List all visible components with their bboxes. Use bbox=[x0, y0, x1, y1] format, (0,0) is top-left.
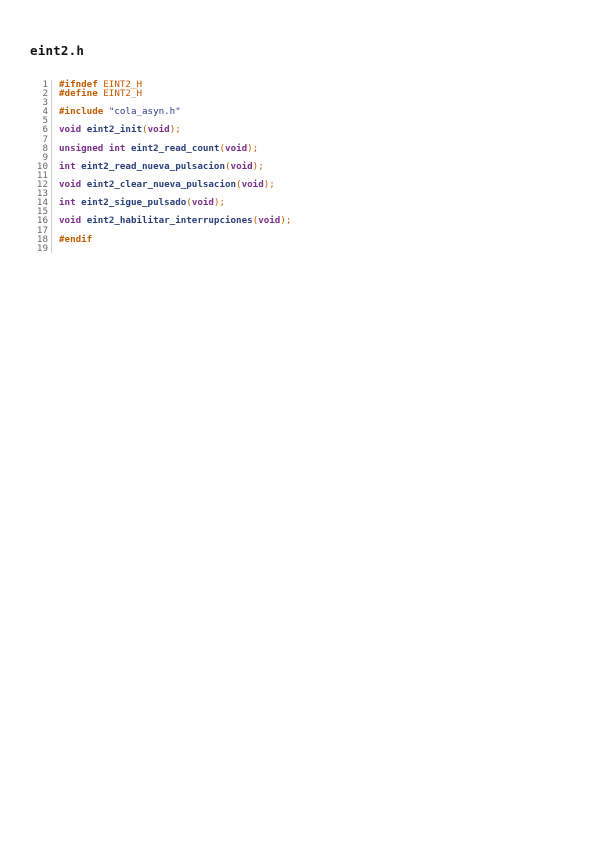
code-token: unsigned bbox=[59, 142, 104, 154]
line-number: 8 bbox=[28, 144, 52, 153]
line-number: 11 bbox=[28, 171, 52, 180]
line-number: 2 bbox=[28, 89, 52, 98]
line-number: 3 bbox=[28, 98, 52, 107]
code-token: ( bbox=[252, 215, 259, 227]
line-number: 4 bbox=[28, 107, 52, 116]
code-token: void bbox=[147, 124, 170, 136]
line-number: 19 bbox=[28, 244, 52, 253]
line-content bbox=[52, 153, 59, 162]
line-content: void eint2_clear_nueva_pulsacion(void); bbox=[52, 180, 275, 189]
line-number: 13 bbox=[28, 189, 52, 198]
line-content: int eint2_read_nueva_pulsacion(void); bbox=[52, 162, 264, 171]
page-title: eint2.h bbox=[30, 43, 85, 58]
code-token: ); bbox=[280, 215, 292, 227]
line-number: 12 bbox=[28, 180, 52, 189]
line-content bbox=[52, 116, 59, 125]
code-token: EINT2_H bbox=[97, 88, 142, 100]
code-token: ( bbox=[142, 124, 148, 136]
line-content bbox=[52, 98, 59, 107]
line-content: #endif bbox=[52, 233, 93, 245]
line-content bbox=[52, 244, 59, 253]
code-token: ); bbox=[169, 124, 181, 136]
code-token: "cola_asyn.h" bbox=[108, 106, 181, 118]
line-number: 6 bbox=[28, 125, 52, 135]
code-token: int bbox=[59, 197, 76, 209]
code-token: ( bbox=[219, 142, 226, 154]
line-number: 10 bbox=[28, 162, 52, 171]
code-token: ); bbox=[252, 160, 264, 172]
code-token: eint2_clear_nueva_pulsacion bbox=[86, 179, 237, 191]
code-token: #ifndef bbox=[59, 79, 98, 90]
line-content bbox=[52, 207, 59, 216]
line-content bbox=[52, 171, 59, 180]
line-number: 14 bbox=[28, 198, 52, 207]
code-line: 17 bbox=[28, 225, 291, 235]
code-token: eint2_read_count bbox=[130, 142, 220, 154]
code-token: ); bbox=[247, 142, 259, 154]
line-content: void eint2_init(void); bbox=[52, 125, 181, 134]
code-token: void bbox=[258, 215, 281, 227]
code-token: #include bbox=[59, 106, 104, 118]
code-token: ( bbox=[224, 160, 231, 172]
code-line: 9 bbox=[28, 153, 291, 162]
code-token: #endif bbox=[59, 233, 93, 245]
code-line: 5 bbox=[28, 116, 291, 126]
code-line: 11 bbox=[28, 171, 291, 180]
code-token: void bbox=[191, 197, 214, 209]
line-content: unsigned int eint2_read_count(void); bbox=[52, 144, 258, 153]
line-number: 1 bbox=[28, 80, 52, 89]
code-token: EINT2_H bbox=[97, 79, 142, 90]
code-token: int bbox=[59, 160, 76, 172]
code-line: 15 bbox=[28, 207, 291, 216]
line-content: int eint2_sigue_pulsado(void); bbox=[52, 198, 225, 207]
code-line: 18 #endif bbox=[28, 233, 291, 245]
line-number: 15 bbox=[28, 207, 52, 216]
line-number: 17 bbox=[28, 225, 52, 235]
line-content bbox=[52, 189, 59, 198]
code-token: int bbox=[108, 142, 126, 154]
code-line: 2#define EINT2_H bbox=[28, 89, 291, 98]
code-token: ( bbox=[236, 179, 242, 191]
line-number: 9 bbox=[28, 153, 52, 162]
code-line: 1#ifndef EINT2_H bbox=[28, 80, 291, 89]
line-content bbox=[52, 226, 59, 235]
line-content: #include "cola_asyn.h" bbox=[52, 107, 181, 116]
code-line: 4#include "cola_asyn.h" bbox=[28, 107, 291, 116]
code-line: 3 bbox=[28, 98, 291, 107]
line-number: 16 bbox=[28, 216, 52, 226]
line-content: #ifndef EINT2_H bbox=[52, 80, 142, 89]
code-token: ( bbox=[186, 197, 192, 209]
code-token: eint2_sigue_pulsado bbox=[81, 197, 187, 209]
line-content: void eint2_habilitar_interrupciones(void… bbox=[52, 216, 291, 225]
code-token: eint2_habilitar_interrupciones bbox=[86, 215, 253, 227]
code-token: void bbox=[59, 215, 82, 227]
line-content: #define EINT2_H bbox=[52, 89, 142, 98]
code-token: void bbox=[59, 124, 82, 136]
code-token: ); bbox=[213, 197, 226, 209]
code-token: void bbox=[241, 179, 264, 191]
code-line: 19 bbox=[28, 244, 291, 253]
code-line: 7 bbox=[28, 134, 291, 144]
code-token: ); bbox=[263, 179, 275, 191]
code-token: void bbox=[230, 160, 253, 172]
code-token: eint2_read_nueva_pulsacion bbox=[81, 160, 225, 172]
code-token: eint2_init bbox=[86, 124, 143, 136]
code-token: #define bbox=[59, 88, 98, 100]
code-token: void bbox=[59, 179, 82, 191]
line-content bbox=[52, 135, 59, 144]
line-number: 18 bbox=[28, 234, 52, 244]
line-number: 5 bbox=[28, 116, 52, 126]
line-number: 7 bbox=[28, 134, 52, 144]
code-token: void bbox=[225, 142, 248, 154]
code-line: 13 bbox=[28, 189, 291, 198]
